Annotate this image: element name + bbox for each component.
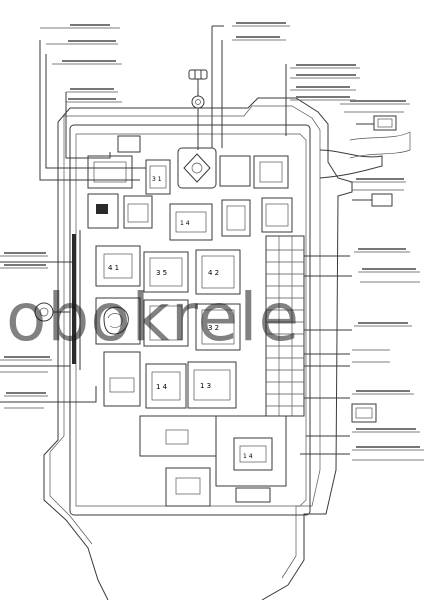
bottom-section: 1 4 <box>139 415 287 507</box>
illegible-label-marks <box>4 22 420 448</box>
left-wire-bar <box>72 230 81 370</box>
right-callouts <box>300 103 424 461</box>
center-large-relay <box>177 147 217 189</box>
svg-text:4 1: 4 1 <box>108 264 119 272</box>
top-relay <box>191 79 205 150</box>
svg-text:1 4: 1 4 <box>180 220 190 227</box>
left-callouts <box>0 27 146 409</box>
upper-relay-row: 3 1 <box>87 135 289 195</box>
svg-text:3 2: 3 2 <box>208 324 219 332</box>
watermark-text: obokrele <box>6 279 300 356</box>
left-round-connector <box>34 302 70 322</box>
right-connector-middle <box>352 193 393 207</box>
lower-relays: 1 4 1 3 <box>103 351 237 409</box>
mid-left-relays: 1 4 <box>87 193 251 241</box>
center-relay-grid: 3 5 4 2 3 2 <box>143 249 241 351</box>
svg-text:3 1: 3 1 <box>152 176 162 183</box>
svg-text:1 3: 1 3 <box>200 382 211 390</box>
outer-housing <box>43 97 411 600</box>
top-fuse-pair <box>188 69 208 80</box>
svg-text:3 5: 3 5 <box>156 269 167 277</box>
right-connector-upper <box>356 115 397 131</box>
fuse-strip <box>261 197 305 417</box>
right-connector-lower <box>351 403 377 423</box>
svg-text:4 2: 4 2 <box>208 269 219 277</box>
left-relay-column: 4 1 <box>95 245 141 345</box>
top-callouts <box>211 25 360 148</box>
svg-text:1 4: 1 4 <box>243 453 253 460</box>
svg-text:1 4: 1 4 <box>156 383 168 391</box>
